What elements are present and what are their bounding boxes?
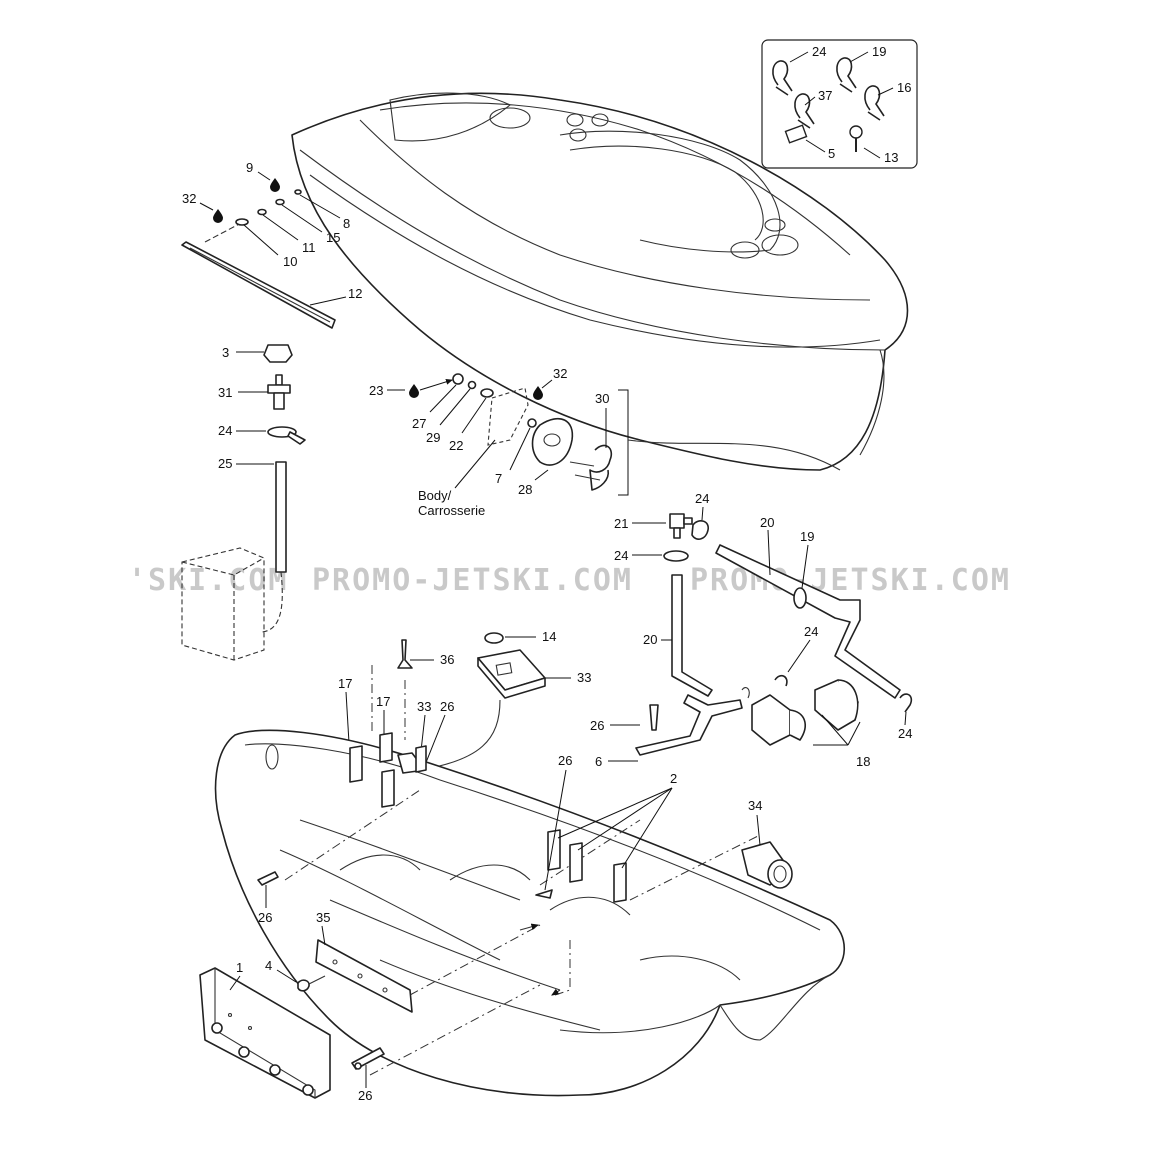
callout-20: 20 [760, 515, 774, 530]
callout-27: 27 [412, 416, 426, 431]
watermark: 'SKI.COM PROMO-JETSKI.COM PROMO-JETSKI.C… [128, 563, 1011, 598]
hull-fastener-bottom: 26 [351, 1047, 385, 1103]
callout-26: 36 [440, 652, 454, 667]
callout-17: 33 [417, 699, 431, 714]
callout-8: 8 [343, 216, 350, 231]
callout-24: 24 [804, 624, 818, 639]
callout-26: 26 [258, 910, 272, 925]
callout-24: 24 [898, 726, 912, 741]
callout-25: 25 [218, 456, 232, 471]
callout-34: 34 [748, 798, 762, 813]
callouts-vent: 3 31 24 25 [218, 345, 274, 471]
callout-21: 21 [614, 516, 628, 531]
vent-cap-assembly [371, 632, 546, 773]
body-label-line2: Carrosserie [418, 503, 485, 518]
callout-6: 6 [595, 754, 602, 769]
callout-19: 19 [872, 44, 886, 59]
callout-18: 18 [856, 754, 870, 769]
transom-plate: 35 4 [265, 910, 413, 1013]
callout-4: 4 [265, 958, 272, 973]
grab-handle-assembly [409, 373, 841, 496]
callout-24: 24 [695, 491, 709, 506]
callouts-drain: 21 24 20 19 24 20 24 26 6 18 24 [590, 491, 912, 769]
watermark-text-3: PROMO-JETSKI.COM [690, 563, 1011, 598]
watermark-text-2: PROMO-JETSKI.COM [312, 563, 633, 598]
water-drop-icon [270, 178, 280, 192]
hull-brackets-rear [535, 829, 627, 903]
callout-28: 28 [518, 482, 532, 497]
callout-32: 32 [553, 366, 567, 381]
callout-26: 26 [590, 718, 604, 733]
reinforcement-plate: 1 [199, 960, 331, 1099]
hull-fastener-left: 26 [257, 871, 279, 925]
callout-7: 7 [495, 471, 502, 486]
callouts-hull: 26 2 [544, 753, 677, 891]
callout-23: 23 [369, 383, 383, 398]
callout-1: 1 [236, 960, 243, 975]
callout-29: 29 [426, 430, 440, 445]
callout-22: 22 [449, 438, 463, 453]
upper-body-deck [291, 92, 909, 471]
rub-rail-strip [181, 178, 336, 329]
callout-16: 16 [897, 80, 911, 95]
callout-24: 24 [218, 423, 232, 438]
inset-hardware-box: 24 19 37 16 5 13 [761, 39, 918, 169]
callout-11: 11 [302, 240, 316, 255]
callout-24: 24 [614, 548, 628, 563]
hull-brackets-front [349, 732, 427, 808]
callout-33: 17 [338, 676, 352, 691]
callout-5: 5 [828, 146, 835, 161]
callout-37: 37 [818, 88, 832, 103]
callout-33: 26 [440, 699, 454, 714]
vent-hose-assembly [181, 344, 306, 661]
callout-2: 2 [670, 771, 677, 786]
callout-15: 15 [326, 230, 340, 245]
callout-24: 24 [812, 44, 826, 59]
callout-14: 33 [577, 670, 591, 685]
water-drop-icon [409, 384, 419, 398]
callout-20: 20 [643, 632, 657, 647]
callout-32: 32 [182, 191, 196, 206]
callout-3: 3 [222, 345, 229, 360]
callout-12: 12 [348, 286, 362, 301]
water-drop-icon [213, 209, 223, 223]
callout-36: 14 [542, 629, 556, 644]
callout-31: 31 [218, 385, 232, 400]
callout-13: 13 [884, 150, 898, 165]
callout-35: 35 [316, 910, 330, 925]
callouts-handle: 23 32 30 27 29 22 7 28 Body/ Carrosserie [369, 366, 609, 518]
lower-hull [214, 729, 845, 1097]
callout-9: 9 [246, 160, 253, 175]
callout-26: 26 [358, 1088, 372, 1103]
hull-fitting: 34 [741, 798, 793, 889]
callout-10: 10 [283, 254, 297, 269]
callout-30: 30 [595, 391, 609, 406]
callout-17: 17 [376, 694, 390, 709]
callouts-vent-cap: 36 14 33 17 17 33 26 [338, 629, 591, 766]
callout-26: 26 [558, 753, 572, 768]
drain-hose-assembly [635, 513, 913, 756]
callouts-rail: 9 32 8 15 11 10 12 [182, 160, 362, 306]
callout-19: 19 [800, 529, 814, 544]
body-label-line1: Body/ [418, 488, 452, 503]
